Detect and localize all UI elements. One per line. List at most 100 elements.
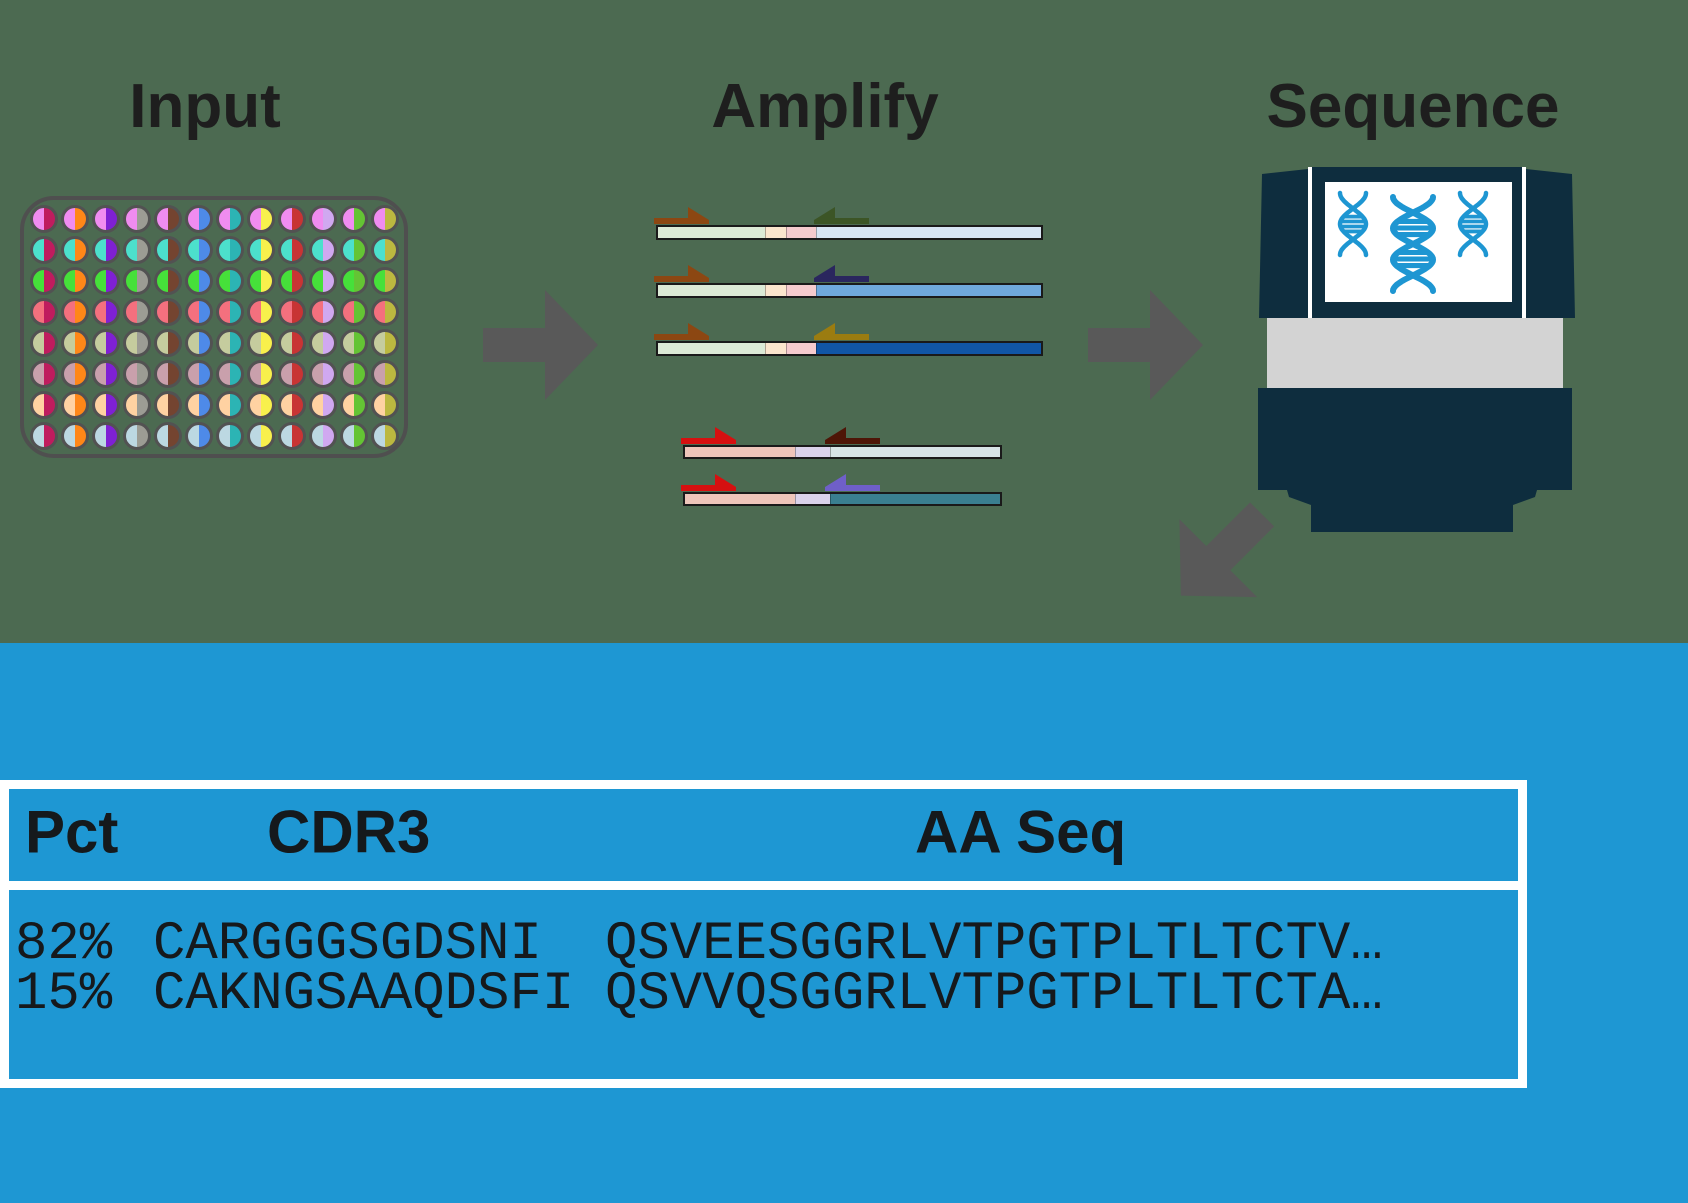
well <box>153 421 182 450</box>
well <box>246 328 275 357</box>
well <box>153 266 182 295</box>
flow-arrow-right-icon <box>1088 290 1203 400</box>
amplicon-segment <box>658 227 766 238</box>
well <box>308 297 337 326</box>
primer-arrow-forward-icon <box>654 207 709 224</box>
well <box>153 235 182 264</box>
amplicon-segment <box>785 227 817 238</box>
well <box>60 297 89 326</box>
well <box>277 204 306 233</box>
well <box>60 390 89 419</box>
well <box>370 390 399 419</box>
well <box>370 328 399 357</box>
well <box>122 328 151 357</box>
well <box>339 204 368 233</box>
amplicon-segment <box>685 447 795 457</box>
stage-title-amplify: Amplify <box>711 72 939 141</box>
well <box>122 204 151 233</box>
well <box>29 328 58 357</box>
amplicon-segment <box>785 343 817 354</box>
stage-title-sequence: Sequence <box>1266 72 1560 141</box>
well <box>246 359 275 388</box>
amplicon-segment <box>816 285 1041 296</box>
well <box>277 421 306 450</box>
well <box>184 390 213 419</box>
well <box>339 297 368 326</box>
well <box>308 266 337 295</box>
well <box>60 421 89 450</box>
amplicon-bar <box>683 445 1002 459</box>
primer-arrow-reverse-icon <box>814 323 869 340</box>
well <box>91 204 120 233</box>
well <box>122 359 151 388</box>
primer-arrow-forward-icon <box>654 323 709 340</box>
well <box>184 359 213 388</box>
well <box>246 421 275 450</box>
amplicon-segment <box>816 227 1041 238</box>
well <box>246 266 275 295</box>
amplicon-segment <box>658 285 766 296</box>
well <box>153 204 182 233</box>
cell-pct: 15% <box>15 964 113 1025</box>
dna-sequencer-machine <box>1258 167 1575 532</box>
well <box>370 297 399 326</box>
well <box>29 359 58 388</box>
cell-cdr3: CARGGGSGDSNI <box>153 914 542 975</box>
well <box>29 266 58 295</box>
cell-pct: 82% <box>15 914 113 975</box>
well <box>60 204 89 233</box>
results-panel: All expressed sequences Pct CDR3 AA Seq … <box>0 643 1688 1203</box>
well <box>184 204 213 233</box>
well <box>370 204 399 233</box>
flow-arrow-down-left-icon <box>1179 502 1275 598</box>
well <box>29 204 58 233</box>
cell-cdr3: CAKNGSAAQDSFI <box>153 964 575 1025</box>
well <box>308 328 337 357</box>
well <box>60 328 89 357</box>
cell-aa-seq: QSVEESGGRLVTPGTPLTLTCTV… <box>605 914 1383 975</box>
amplicon-bar <box>656 283 1043 298</box>
well <box>339 359 368 388</box>
table-body: 82% CARGGGSGDSNI QSVEESGGRLVTPGTPLTLTCTV… 1… <box>9 890 1518 1079</box>
amplicon-segment <box>830 447 1000 457</box>
amplicon-segment <box>765 285 786 296</box>
primer-arrow-forward-icon <box>681 427 736 444</box>
well <box>215 390 244 419</box>
well <box>122 421 151 450</box>
well <box>122 297 151 326</box>
well <box>339 235 368 264</box>
well <box>122 235 151 264</box>
well <box>246 390 275 419</box>
cell-aa-seq: QSVVQSGGRLVTPGTPLTLTCTA… <box>605 964 1383 1025</box>
well <box>308 421 337 450</box>
column-header-aa-seq: AA Seq <box>915 798 1127 866</box>
well <box>277 359 306 388</box>
amplicon-bar <box>656 341 1043 356</box>
amplicon-segment <box>816 343 1041 354</box>
well <box>29 297 58 326</box>
well <box>60 235 89 264</box>
well <box>215 266 244 295</box>
amplicon-bar <box>683 492 1002 506</box>
dna-double-helix-icon <box>1337 190 1489 294</box>
well <box>215 359 244 388</box>
well <box>215 421 244 450</box>
well <box>153 359 182 388</box>
amplicon-segment <box>685 494 795 504</box>
well <box>91 359 120 388</box>
well <box>215 328 244 357</box>
well <box>246 297 275 326</box>
well <box>370 421 399 450</box>
well <box>153 328 182 357</box>
flow-arrow-right-icon <box>483 290 598 400</box>
well <box>308 359 337 388</box>
well <box>246 235 275 264</box>
well <box>153 297 182 326</box>
primer-arrow-forward-icon <box>681 474 736 491</box>
well <box>184 297 213 326</box>
well <box>339 266 368 295</box>
well <box>308 204 337 233</box>
well <box>370 266 399 295</box>
well <box>308 235 337 264</box>
